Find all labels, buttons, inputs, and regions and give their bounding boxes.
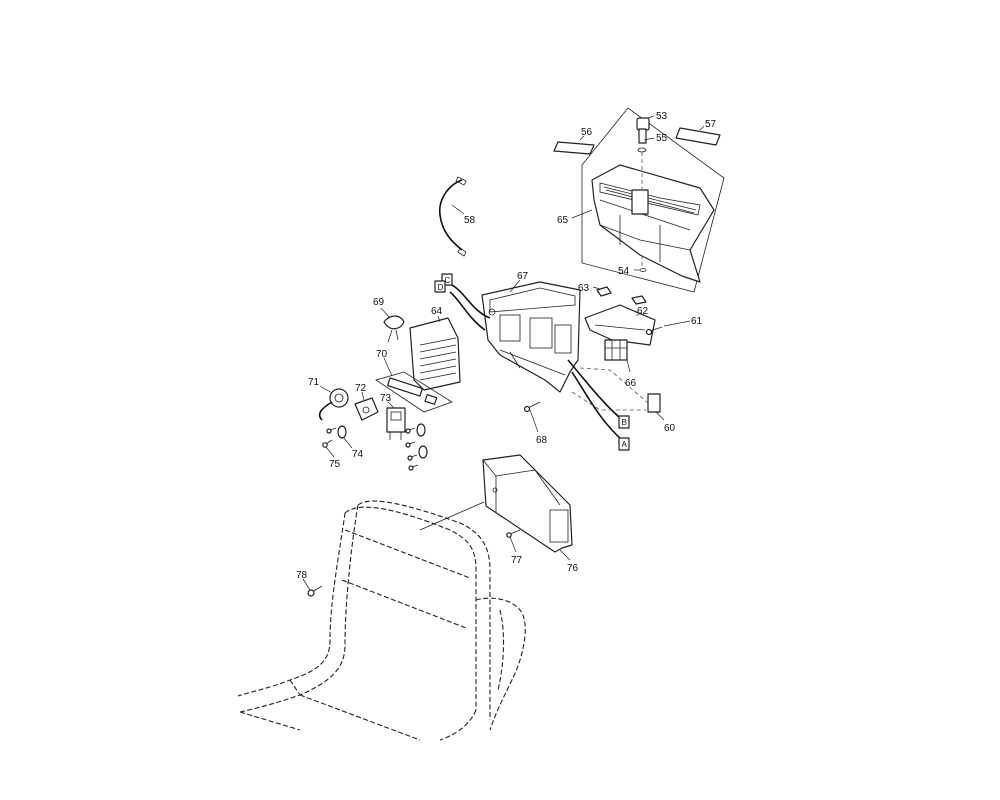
cable-c (449, 291, 486, 331)
speaker-71 (318, 388, 349, 421)
connector-tag-c: C (441, 273, 453, 286)
nut-74 (337, 425, 347, 439)
decal-56 (553, 141, 595, 155)
cover-group-outline (581, 107, 725, 293)
label-58: 58 (464, 215, 476, 226)
screw-75 (322, 439, 333, 448)
svg-text:A: A (622, 440, 628, 449)
label-63: 63 (578, 283, 590, 294)
screw-77 (506, 529, 521, 538)
knob-53 (636, 117, 650, 144)
o-ring-54 (639, 268, 647, 272)
screw-68 (523, 401, 541, 413)
label-60 (647, 393, 661, 413)
label-54: 54 (618, 266, 630, 277)
screw-61 (645, 326, 663, 336)
sensor-69 (383, 315, 405, 343)
label-75: 75 (329, 459, 341, 470)
connector-tag-a: A (618, 437, 630, 451)
label-56: 56 (581, 127, 593, 138)
bolt-78 (307, 585, 323, 597)
connector-tag-d: D (434, 280, 446, 293)
label-65: 65 (557, 215, 569, 226)
label-64: 64 (431, 306, 443, 317)
switch-73 (386, 407, 406, 440)
clip-63 (596, 286, 612, 297)
svg-text:C: C (445, 276, 451, 285)
label-69: 69 (373, 297, 385, 308)
o-ring-55 (637, 147, 647, 153)
label-74: 74 (352, 449, 364, 460)
label-72: 72 (355, 383, 367, 394)
label-68: 68 (536, 435, 548, 446)
label-57: 57 (705, 119, 717, 130)
label-71: 71 (308, 377, 320, 388)
svg-text:B: B (622, 418, 627, 427)
washer-a (416, 423, 426, 437)
decal-57 (675, 127, 721, 146)
label-76: 76 (567, 563, 579, 574)
receptacle-72 (354, 397, 379, 421)
washer-b (418, 445, 428, 459)
cable-b (567, 359, 621, 419)
leader-lines (302, 115, 705, 591)
inverter-leader-line (419, 501, 485, 531)
label-78: 78 (296, 570, 308, 581)
frame-dashed (237, 500, 526, 741)
label-77: 77 (511, 555, 523, 566)
label-61: 61 (691, 316, 703, 327)
part-number-labels: 53 55 56 57 58 65 54 63 67 62 61 69 64 6… (296, 111, 717, 581)
tray-70 (375, 371, 453, 413)
heatsink-64 (409, 317, 461, 391)
label-55: 55 (656, 133, 668, 144)
label-60: 60 (664, 423, 676, 434)
connector-tag-b: B (618, 415, 630, 429)
svg-text:D: D (438, 283, 444, 292)
label-67: 67 (517, 271, 529, 282)
label-66: 66 (625, 378, 637, 389)
screws-small (326, 427, 419, 471)
label-62: 62 (637, 306, 649, 317)
control-panel-67 (481, 281, 581, 393)
switch-66 (604, 339, 628, 361)
label-73: 73 (380, 393, 392, 404)
cable-a (571, 371, 623, 441)
label-70: 70 (376, 349, 388, 360)
wire-harness-58 (438, 179, 463, 251)
inverter-76 (482, 454, 573, 553)
cover-65 (591, 164, 715, 283)
label-53: 53 (656, 111, 668, 122)
clip-63-small (631, 295, 647, 305)
